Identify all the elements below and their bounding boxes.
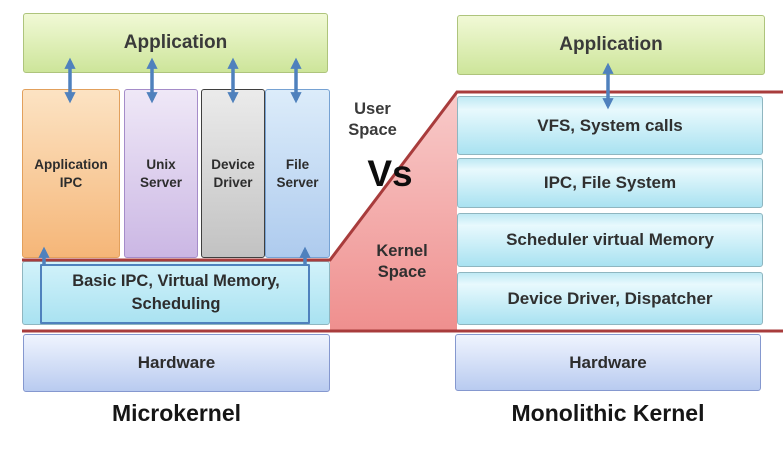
kernel-highlight-outline xyxy=(40,264,310,324)
file-server-box: File Server xyxy=(265,89,330,258)
scheduler-virtual-memory-box: Scheduler virtual Memory xyxy=(457,213,763,267)
application-ipc-box: Application IPC xyxy=(22,89,120,258)
unix-server-label: Unix Server xyxy=(139,156,183,190)
microkernel-application-label: Application xyxy=(123,32,228,53)
scheduler-virtual-memory-label: Scheduler virtual Memory xyxy=(506,230,714,249)
monolithic-hardware-label: Hardware xyxy=(569,352,647,372)
kernel-space-label: Kernel Space xyxy=(376,242,428,281)
file-server-label: File Server xyxy=(276,156,319,190)
application-ipc-label: Application IPC xyxy=(34,156,108,190)
microkernel-kernel-box: Basic IPC, Virtual Memory, Scheduling xyxy=(22,261,330,325)
device-driver-label: Device Driver xyxy=(211,156,255,190)
unix-server-box: Unix Server xyxy=(124,89,198,258)
device-driver-box: Device Driver xyxy=(201,89,265,258)
versus-label: Vs xyxy=(367,153,413,194)
microkernel-hardware-label: Hardware xyxy=(137,353,216,372)
device-driver-dispatcher-label: Device Driver, Dispatcher xyxy=(507,288,713,308)
microkernel-application-box: Application xyxy=(23,13,328,73)
monolithic-application-box: Application xyxy=(457,15,765,75)
microkernel-caption: Microkernel xyxy=(111,400,242,426)
vfs-system-calls-label: VFS, System calls xyxy=(537,115,683,135)
microkernel-hardware-box: Hardware xyxy=(23,334,330,392)
monolithic-caption: Monolithic Kernel xyxy=(511,400,705,426)
device-driver-dispatcher-box: Device Driver, Dispatcher xyxy=(457,272,763,325)
monolithic-hardware-box: Hardware xyxy=(455,334,761,391)
vfs-system-calls-box: VFS, System calls xyxy=(457,96,763,155)
ipc-file-system-box: IPC, File System xyxy=(457,158,763,208)
monolithic-application-label: Application xyxy=(559,34,663,55)
microkernel-kernel-label: Basic IPC, Virtual Memory, Scheduling xyxy=(72,272,280,313)
user-space-label: User Space xyxy=(348,100,397,139)
ipc-file-system-label: IPC, File System xyxy=(543,173,677,192)
